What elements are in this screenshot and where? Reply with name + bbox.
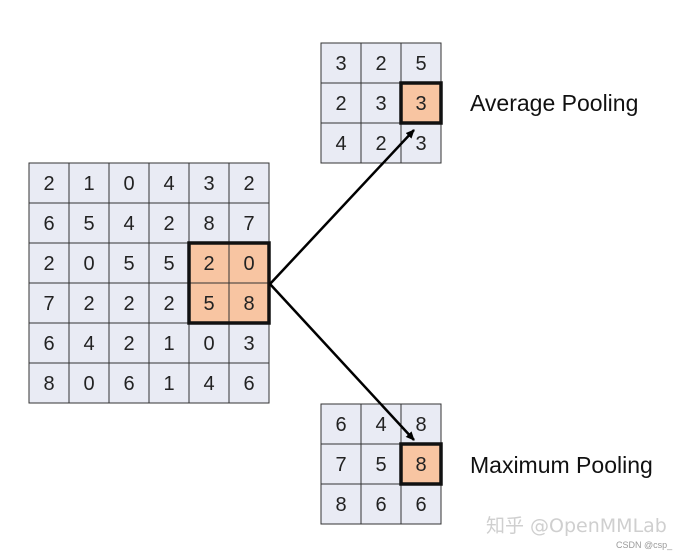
input-cell-value: 5 <box>123 253 134 275</box>
maximum-pooling-cell-value: 7 <box>335 454 346 476</box>
input-cell-value: 5 <box>163 253 174 275</box>
input-cell <box>148 322 190 364</box>
maximum-pooling-cell <box>400 483 442 525</box>
input-cell-value: 2 <box>43 173 54 195</box>
average-pooling-cell <box>320 82 362 124</box>
input-cell <box>68 162 110 204</box>
input-cell <box>108 282 150 324</box>
maximum-pooling-output: 6 4 8 7 5 8 8 6 6 <box>320 403 443 525</box>
input-cell-value: 0 <box>83 253 94 275</box>
maximum-pooling-cell <box>320 403 362 445</box>
average-pooling-cell-value: 2 <box>375 53 386 75</box>
average-pooling-cell-value: 3 <box>415 133 426 155</box>
watermark-text: 知乎 @OpenMMLab <box>486 515 667 537</box>
input-cell-value: 6 <box>243 373 254 395</box>
maximum-pooling-cell-value: 6 <box>375 494 386 516</box>
input-cell <box>28 282 70 324</box>
input-cell-value: 4 <box>123 213 134 235</box>
input-cell <box>108 322 150 364</box>
input-cell-value: 1 <box>83 173 94 195</box>
input-cell-value: 1 <box>163 373 174 395</box>
average-pooling-result-box <box>399 81 443 125</box>
input-cell <box>228 162 270 204</box>
maximum-pooling-label: Maximum Pooling <box>470 452 653 478</box>
average-pooling-cell-value: 5 <box>415 53 426 75</box>
input-cell-value: 3 <box>243 333 254 355</box>
input-cell-value: 7 <box>43 293 54 315</box>
input-cell-value: 4 <box>203 373 214 395</box>
input-cell <box>68 282 110 324</box>
input-cell <box>228 202 270 244</box>
input-feature-map: 2 1 0 4 3 2 6 5 4 2 8 7 2 0 5 5 2 0 7 2 2 2 5 8 6 4 2 1 0 3 8 0 6 1 4 6 <box>28 162 271 404</box>
input-cell <box>228 322 270 364</box>
input-cell <box>148 202 190 244</box>
maximum-pooling-result-box <box>399 442 443 486</box>
input-cell-value: 0 <box>243 253 254 275</box>
input-cell-value: 2 <box>163 213 174 235</box>
input-cell <box>28 362 70 404</box>
input-cell-value: 4 <box>163 173 174 195</box>
input-cell-value: 0 <box>203 333 214 355</box>
average-pooling-cell-value: 3 <box>375 93 386 115</box>
average-pooling-cell <box>360 122 402 164</box>
input-cell <box>148 242 190 284</box>
average-pooling-cell-value: 3 <box>415 93 426 115</box>
input-cell-value: 1 <box>163 333 174 355</box>
input-cell <box>68 202 110 244</box>
input-cell <box>148 362 190 404</box>
input-cell-value: 2 <box>203 253 214 275</box>
input-cell-value: 6 <box>43 333 54 355</box>
arrow-to-average-pooling <box>269 129 415 285</box>
input-cell-value: 2 <box>123 293 134 315</box>
input-cell-value: 4 <box>83 333 94 355</box>
maximum-pooling-cell-value: 6 <box>415 494 426 516</box>
input-cell-value: 7 <box>243 213 254 235</box>
input-cell-value: 0 <box>83 373 94 395</box>
maximum-pooling-cell-value: 8 <box>415 414 426 436</box>
input-cell <box>148 282 190 324</box>
input-cell-value: 8 <box>203 213 214 235</box>
input-cell-value: 2 <box>43 253 54 275</box>
input-cell-highlighted <box>228 242 270 284</box>
average-pooling-label: Average Pooling <box>470 90 638 116</box>
maximum-pooling-cell <box>360 443 402 485</box>
maximum-pooling-cell-value: 8 <box>415 454 426 476</box>
maximum-pooling-cell-value: 8 <box>335 494 346 516</box>
input-cell <box>28 162 70 204</box>
arrow-to-maximum-pooling <box>269 283 415 441</box>
maximum-pooling-cell <box>360 483 402 525</box>
input-cell <box>188 322 230 364</box>
input-cell-value: 6 <box>123 373 134 395</box>
input-cell-value: 0 <box>123 173 134 195</box>
maximum-pooling-cell-value: 4 <box>375 414 386 436</box>
average-pooling-cell <box>320 122 362 164</box>
average-pooling-cell <box>360 82 402 124</box>
input-cell-value: 5 <box>83 213 94 235</box>
input-cell-value: 5 <box>203 293 214 315</box>
average-pooling-cell-value: 4 <box>335 133 346 155</box>
input-cell <box>228 362 270 404</box>
input-cell <box>68 242 110 284</box>
watermark-subtext: CSDN @csp_ <box>616 540 673 550</box>
input-cell-value: 2 <box>243 173 254 195</box>
input-cell-value: 3 <box>203 173 214 195</box>
average-pooling-cell-value: 2 <box>375 133 386 155</box>
average-pooling-cell-value: 2 <box>335 93 346 115</box>
input-cell-highlighted <box>188 282 230 324</box>
input-cell-value: 6 <box>43 213 54 235</box>
input-cell-value: 8 <box>243 293 254 315</box>
input-cell-value: 2 <box>123 333 134 355</box>
input-cell-value: 2 <box>83 293 94 315</box>
input-cell-value: 8 <box>43 373 54 395</box>
average-pooling-output: 3 2 5 2 3 3 4 2 3 <box>320 42 443 164</box>
maximum-pooling-cell-value: 6 <box>335 414 346 436</box>
average-pooling-cell-value: 3 <box>335 53 346 75</box>
input-pooling-window <box>187 241 271 325</box>
average-pooling-cell <box>400 42 442 84</box>
input-cell-value: 2 <box>163 293 174 315</box>
maximum-pooling-cell-value: 5 <box>375 454 386 476</box>
input-cell <box>188 362 230 404</box>
